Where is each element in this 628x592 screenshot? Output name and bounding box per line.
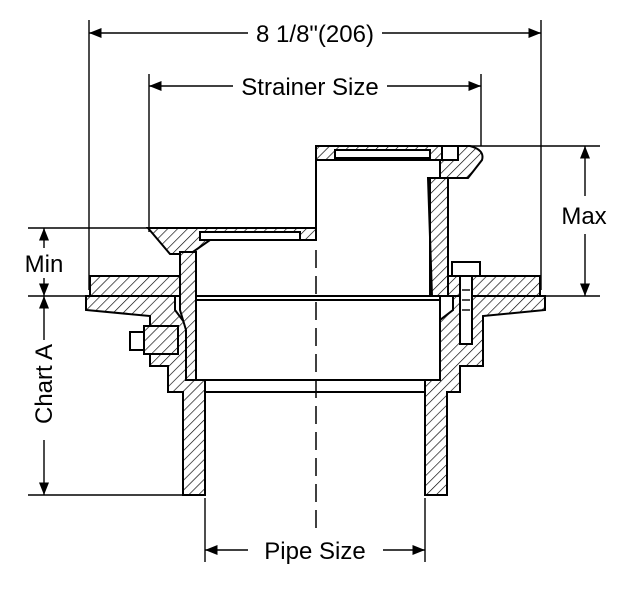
strainer-size-label: Strainer Size (241, 74, 378, 101)
body-inner-chamber (189, 295, 441, 381)
dimension-min (28, 227, 150, 297)
dimension-strainer-size (148, 74, 482, 232)
pipe-size-label: Pipe Size (264, 538, 365, 565)
body-right-wall (424, 295, 546, 496)
strainer-min-slot (199, 231, 301, 241)
max-label: Max (561, 203, 606, 230)
overall-width-label: 8 1/8"(206) (256, 21, 374, 48)
dimension-max (470, 145, 600, 297)
side-plug (129, 325, 179, 355)
chart-a-label: Chart A (31, 344, 58, 424)
strainer-max-screw (441, 145, 459, 161)
dimension-chart-a (28, 296, 192, 496)
strainer-min-barrel (179, 251, 197, 381)
min-label: Min (25, 251, 64, 278)
clamp-bolt (451, 261, 481, 345)
strainer-max-slot (334, 149, 431, 159)
dimension-pipe-size (204, 498, 426, 562)
dimension-overall-width (88, 20, 542, 290)
